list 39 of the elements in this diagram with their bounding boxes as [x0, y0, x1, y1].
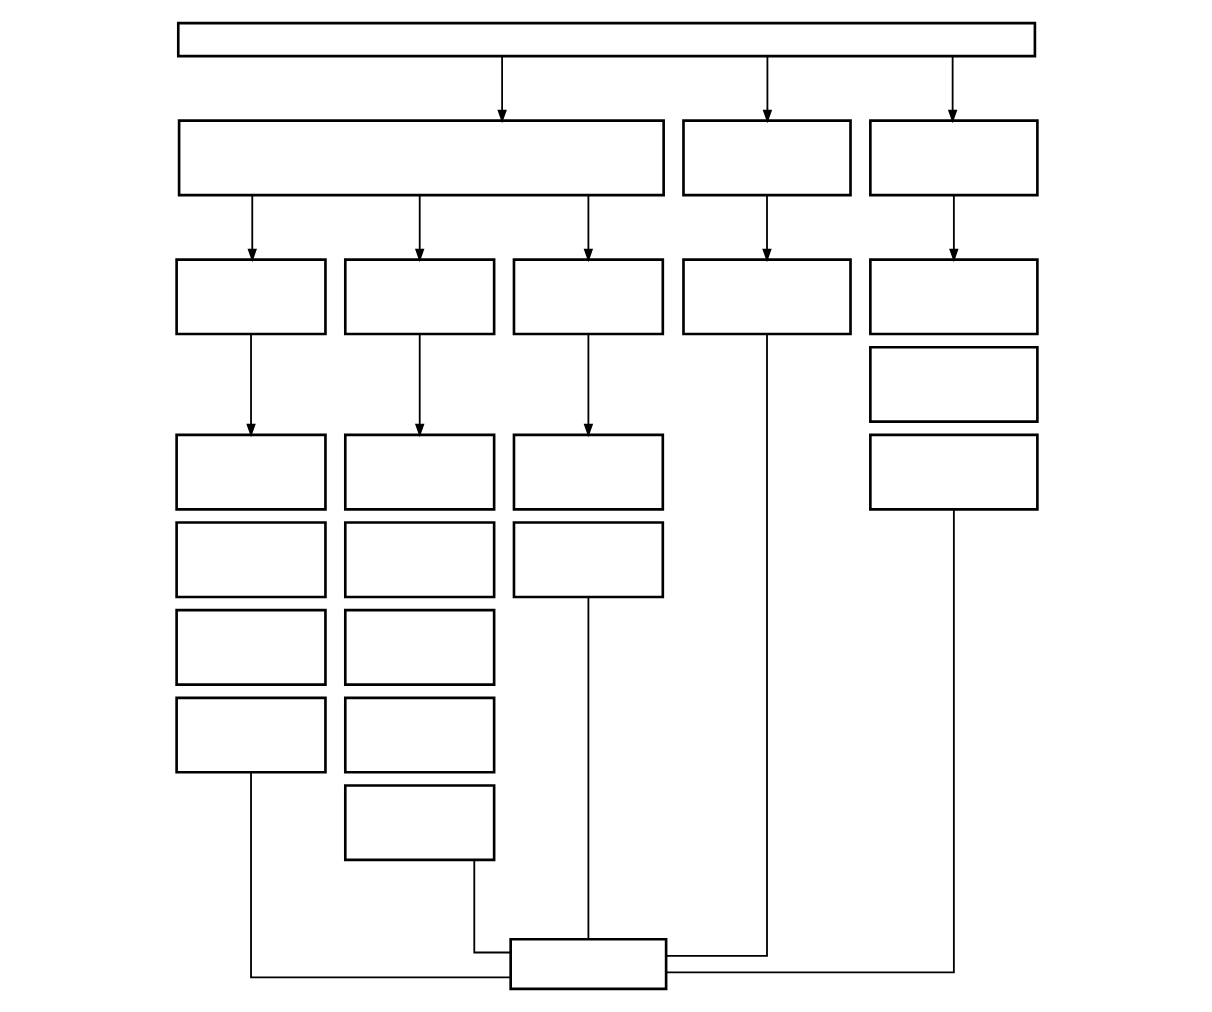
- arrow: [761, 194, 771, 263]
- arrow: [246, 194, 257, 263]
- arrow: [582, 333, 593, 438]
- node-box: [868, 119, 1038, 197]
- arrow: [582, 194, 593, 263]
- node-box: [174, 521, 326, 599]
- connector: [586, 596, 589, 940]
- node-box: [174, 696, 326, 774]
- connector: [664, 508, 954, 974]
- node-box: [342, 521, 495, 599]
- connector: [664, 333, 767, 957]
- connector: [249, 771, 511, 979]
- node-box: [342, 696, 495, 774]
- arrow: [413, 333, 424, 438]
- connector: [472, 859, 511, 954]
- arrow: [761, 55, 772, 124]
- node-box: [174, 433, 326, 511]
- arrow: [948, 194, 958, 263]
- node-box: [681, 258, 851, 336]
- node-box: [342, 258, 495, 336]
- arrow: [496, 55, 506, 124]
- node-box: [868, 433, 1038, 511]
- node-box: [511, 521, 664, 599]
- node-box: [681, 119, 851, 197]
- node-box: [176, 119, 664, 197]
- node-box: [511, 433, 664, 511]
- arrow: [245, 333, 255, 438]
- node-box: [868, 345, 1038, 423]
- node-box: [342, 608, 495, 686]
- arrow: [413, 194, 424, 263]
- arrow: [946, 55, 957, 124]
- node-box: [174, 608, 326, 686]
- node-box: [508, 937, 667, 991]
- node-box: [342, 433, 495, 511]
- node-box: [868, 258, 1038, 336]
- node-box: [174, 258, 326, 336]
- node-box: [342, 784, 495, 862]
- node-box: [175, 21, 1036, 58]
- node-box: [511, 258, 664, 336]
